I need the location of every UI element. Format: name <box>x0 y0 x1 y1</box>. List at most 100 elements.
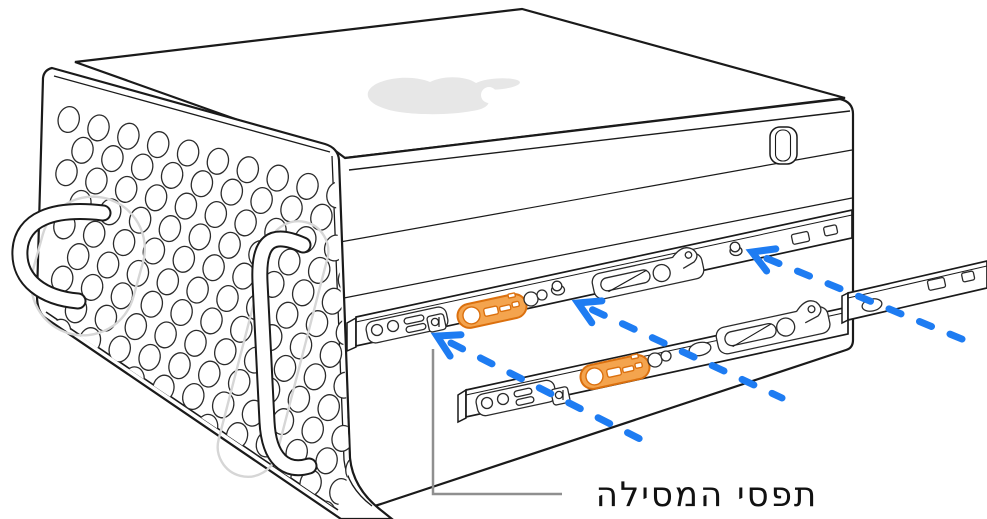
grille-hole <box>174 192 198 220</box>
grille-hole <box>303 363 327 391</box>
grille-hole <box>176 139 200 167</box>
rail-upper-slot <box>365 306 449 344</box>
grille-hole <box>220 178 244 206</box>
grille-hole <box>112 229 136 257</box>
grille-hole <box>57 105 80 134</box>
grille-hole <box>150 427 173 455</box>
grille-hole <box>216 284 239 313</box>
grille-hole <box>214 338 237 366</box>
rail-latch-mechanism-upper <box>591 247 705 300</box>
rail-pin-upper-right <box>729 241 743 257</box>
grille-hole <box>250 186 273 215</box>
grille-hole <box>44 425 67 453</box>
panel-seam-lower <box>343 197 853 299</box>
grille-hole <box>117 122 140 150</box>
grille-hole <box>146 131 170 159</box>
grille-hole <box>296 172 319 200</box>
grille-hole <box>160 161 184 189</box>
grille-hole <box>207 497 231 509</box>
grille-hole <box>134 450 157 478</box>
rail-latch-mechanism-lower <box>715 300 831 355</box>
grille-hole <box>265 513 291 519</box>
rail-pin-upper-left <box>550 280 566 296</box>
grille-hole <box>72 486 95 509</box>
grille-hole <box>172 245 196 273</box>
grille-hole <box>130 153 154 181</box>
grille-hole <box>55 159 78 187</box>
grille-hole <box>120 419 143 447</box>
grille-hole <box>126 259 150 287</box>
grille-hole <box>317 394 340 422</box>
grille-hole <box>90 411 113 439</box>
grille-hole <box>131 503 155 509</box>
grille-hole <box>74 433 97 461</box>
grille-hole <box>198 360 221 388</box>
insertion-arrow-icon-top <box>745 245 978 348</box>
front-panel-right-inset <box>331 155 373 507</box>
grille-hole <box>156 268 180 296</box>
grille-hole <box>58 455 81 483</box>
grille-hole <box>160 510 186 519</box>
grille-hole <box>158 215 182 243</box>
grille-hole <box>128 206 152 234</box>
grille-hole <box>275 301 299 329</box>
grille-hole <box>124 313 148 341</box>
grille-hole <box>179 436 203 464</box>
grille-hole <box>66 243 90 271</box>
grille-hole <box>206 147 230 175</box>
grille-hole <box>202 254 225 282</box>
side-latch-slot <box>769 126 798 165</box>
grille-hole <box>76 380 99 408</box>
grille-hole <box>163 458 187 486</box>
right-handle <box>216 220 330 478</box>
grille-hole <box>345 455 350 483</box>
grille-hole <box>190 170 214 198</box>
insertion-arrow-icon-middle <box>571 297 786 402</box>
rail-upper <box>346 208 853 353</box>
grille-hole <box>62 349 86 377</box>
grille-hole <box>188 223 212 251</box>
grille-hole <box>80 273 104 301</box>
rail-clip-upper <box>426 313 447 333</box>
rail-detached <box>841 260 987 325</box>
grille-hole <box>218 231 241 259</box>
grille-hole <box>106 388 129 416</box>
grille-hole <box>147 480 171 509</box>
grille-hole <box>87 114 110 142</box>
grille-hole <box>170 298 193 327</box>
grille-hole <box>88 464 111 492</box>
grille-hole <box>273 354 297 382</box>
grille-hole <box>182 382 205 411</box>
grille-hole <box>138 343 161 371</box>
front-panel-top-inset <box>53 75 331 153</box>
grille-hole <box>114 175 138 203</box>
insertion-arrows <box>430 245 978 444</box>
grille-hole <box>136 396 159 425</box>
grille-hole <box>186 276 209 304</box>
grille-hole <box>291 279 315 307</box>
grille-hole <box>204 200 228 229</box>
grille-hole <box>142 237 166 265</box>
panel-seam-upper <box>339 149 853 243</box>
rail-clip-lower <box>550 386 571 406</box>
callout-leader-line <box>431 349 562 496</box>
grille-hole <box>46 371 70 399</box>
grille-hole <box>177 489 201 509</box>
callout: תפסי המסילה <box>431 349 819 515</box>
rail-clips-label: תפסי המסילה <box>596 475 819 515</box>
grille-hole <box>101 145 124 173</box>
grille-hole <box>144 184 168 212</box>
grille-hole <box>104 441 127 469</box>
orange-latch-lower <box>579 353 651 390</box>
apple-logo-icon <box>367 77 520 115</box>
rail-lower <box>457 300 849 424</box>
left-handle <box>11 195 147 337</box>
grille-hole <box>82 220 106 248</box>
grille-hole <box>102 494 125 509</box>
grille-hole <box>168 352 191 380</box>
top-seam <box>348 110 851 171</box>
grille-hole <box>140 290 164 318</box>
grille-hole <box>223 475 247 503</box>
grille-hole <box>266 164 289 192</box>
